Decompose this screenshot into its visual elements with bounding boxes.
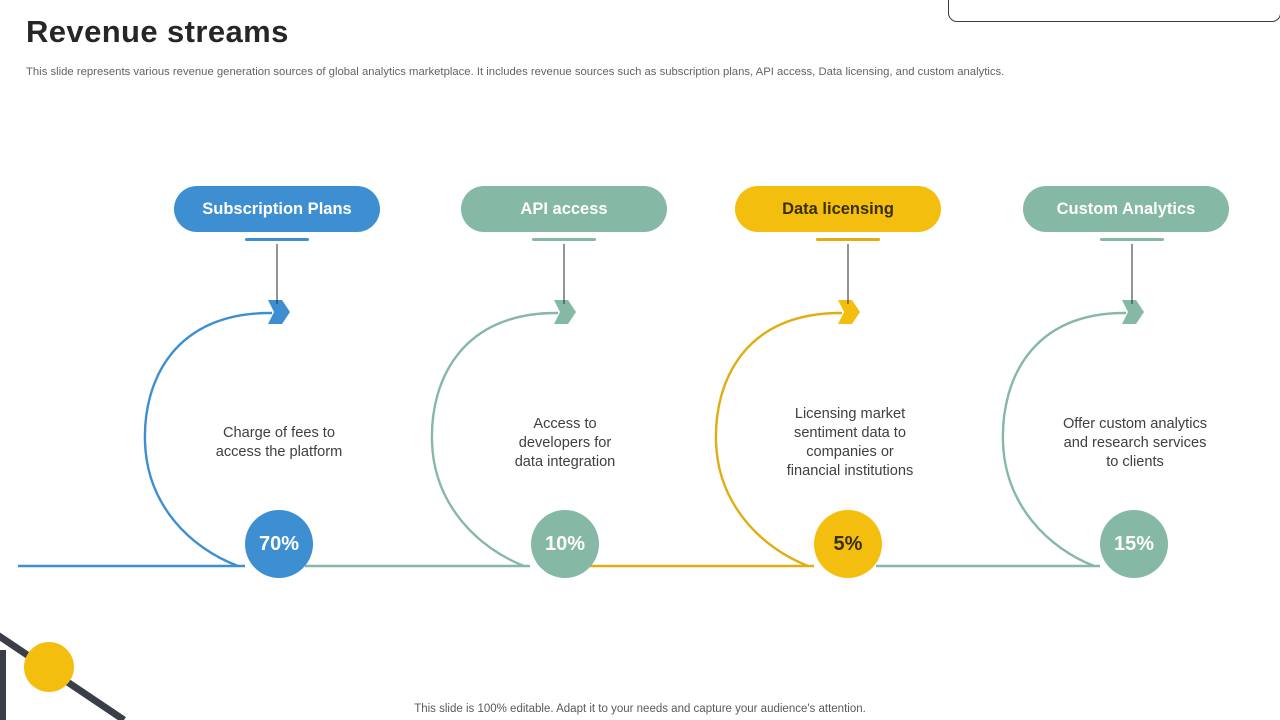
stream-arrowhead-3 — [838, 300, 860, 324]
stream-pill-underline-2 — [532, 238, 596, 241]
footer-note: This slide is 100% editable. Adapt it to… — [414, 703, 866, 715]
page-subtitle: This slide represents various revenue ge… — [26, 66, 1005, 78]
stream-arc-2 — [430, 311, 559, 568]
stream-pill-2[interactable]: API access — [461, 186, 667, 232]
top-right-rounded-box — [948, 0, 1280, 22]
stream-percent-circle-4[interactable]: 15% — [1100, 510, 1168, 578]
stream-arrowhead-1 — [268, 300, 290, 324]
stream-percent-circle-1[interactable]: 70% — [245, 510, 313, 578]
stream-percent-label-3: 5% — [833, 532, 863, 555]
stream-pill-4[interactable]: Custom Analytics — [1023, 186, 1229, 232]
page-title: Revenue streams — [26, 14, 289, 49]
stream-pill-1[interactable]: Subscription Plans — [174, 186, 380, 232]
stream-pill-label-1: Subscription Plans — [202, 199, 352, 218]
stream-arrowhead-4 — [1122, 300, 1144, 324]
stream-arc-group-3 — [590, 244, 860, 568]
stream-arc-1 — [143, 311, 273, 568]
stream-pill-label-2: API access — [520, 199, 608, 218]
stream-percent-label-4: 15% — [1113, 532, 1155, 555]
stream-arc-group-2 — [305, 244, 576, 568]
stream-percent-circle-3[interactable]: 5% — [814, 510, 882, 578]
stream-pill-3[interactable]: Data licensing — [735, 186, 941, 232]
stream-pill-underline-4 — [1100, 238, 1164, 241]
stream-percent-circle-2[interactable]: 10% — [531, 510, 599, 578]
stream-arc-4 — [1001, 311, 1127, 568]
stream-pill-label-4: Custom Analytics — [1056, 199, 1196, 218]
stream-arrowhead-2 — [554, 300, 576, 324]
stream-percent-label-1: 70% — [258, 532, 300, 555]
stream-arc-3 — [714, 311, 843, 568]
stream-arc-group-1 — [18, 244, 290, 568]
stream-pill-label-3: Data licensing — [782, 199, 894, 218]
stream-pill-underline-3 — [816, 238, 880, 241]
decoration-yellow-dot — [24, 642, 74, 692]
stream-pill-underline-1 — [245, 238, 309, 241]
stream-percent-label-2: 10% — [544, 532, 586, 555]
stream-arc-group-4 — [876, 244, 1144, 568]
